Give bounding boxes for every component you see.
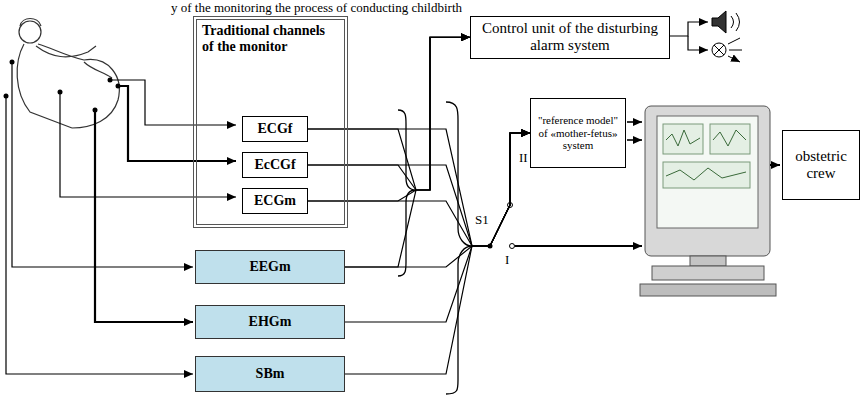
node-text: "reference model" of «mother-fetus» syst…: [536, 114, 620, 152]
node-text: SBm: [256, 366, 285, 382]
signal-connector: [345, 133, 530, 322]
electrode-dots: [4, 60, 121, 113]
switch-symbol: [488, 203, 643, 249]
signal-connector: [308, 37, 470, 190]
channel-box: EHGm: [195, 305, 345, 339]
node-text: Traditional channels of the monitor: [202, 23, 339, 55]
channel-group: Traditional channels of the monitorECGfE…: [193, 16, 348, 228]
signal-connector: [345, 133, 530, 267]
lamp-icon: [712, 38, 742, 62]
node-text: ECGf: [258, 121, 293, 137]
signal-connector: [308, 133, 530, 246]
channel-box: EEGm: [195, 250, 345, 284]
output-box: obstetric crew: [782, 130, 860, 200]
label-text: I: [504, 252, 510, 268]
node-text: ECGm: [254, 193, 296, 209]
output-arrow: [770, 164, 780, 166]
computer-monitor: [640, 106, 776, 296]
signal-connector: [345, 133, 530, 374]
control-unit-box: Control unit of the disturbing alarm sys…: [470, 16, 670, 59]
switch-label: S1: [474, 212, 490, 228]
node-text: EHGm: [249, 314, 292, 330]
model-output-arrows: [627, 122, 642, 140]
merge-brace: [398, 110, 416, 276]
node-text: obstetric crew: [788, 148, 854, 183]
switch-label: I: [504, 252, 510, 268]
node-text: EcCGf: [254, 157, 295, 173]
model-box: "reference model" of «mother-fetus» syst…: [530, 98, 626, 168]
signal-connector: [308, 133, 530, 246]
page-text: y of the monitoring the process of condu…: [170, 0, 463, 16]
node-text: EEGm: [249, 259, 290, 275]
label-text: S1: [474, 212, 490, 228]
signal-connector: [308, 129, 530, 246]
channel-box: ECGm: [242, 188, 308, 214]
node-text: Control unit of the disturbing alarm sys…: [476, 20, 664, 55]
label-text: II: [518, 150, 529, 166]
signal-connector: [308, 37, 470, 190]
channel-box: EcCGf: [242, 152, 308, 178]
label-text: y of the monitoring the process of condu…: [170, 0, 463, 16]
speaker-icon: [712, 11, 740, 33]
signal-connector: [308, 37, 470, 201]
switch-label: II: [518, 150, 529, 166]
patient-illustration: [17, 19, 119, 129]
alarm-outputs: [670, 22, 708, 50]
channel-box: ECGf: [242, 116, 308, 142]
channel-box: SBm: [195, 356, 345, 392]
